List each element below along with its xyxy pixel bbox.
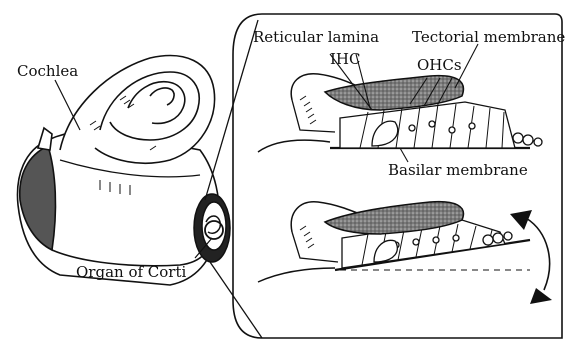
cochlea-cross-section [194, 194, 230, 262]
label-basilar-membrane: Basilar membrane [388, 161, 528, 179]
label-organ-of-corti: Organ of Corti [76, 263, 186, 281]
organ-of-corti-lower [258, 202, 530, 282]
organ-of-corti-upper [258, 74, 542, 152]
cochlea-leader-line [55, 80, 80, 130]
label-ihc: IHC [330, 50, 360, 68]
label-cochlea: Cochlea [17, 62, 78, 80]
zoom-line-bottom [210, 262, 262, 338]
curved-double-arrow-icon [510, 210, 552, 304]
label-ohcs: OHCs [417, 56, 462, 74]
label-reticular-lamina: Reticular lamina [253, 28, 379, 46]
label-tectorial-membrane: Tectorial membrane [412, 28, 565, 46]
cochlea-shell [17, 56, 219, 285]
